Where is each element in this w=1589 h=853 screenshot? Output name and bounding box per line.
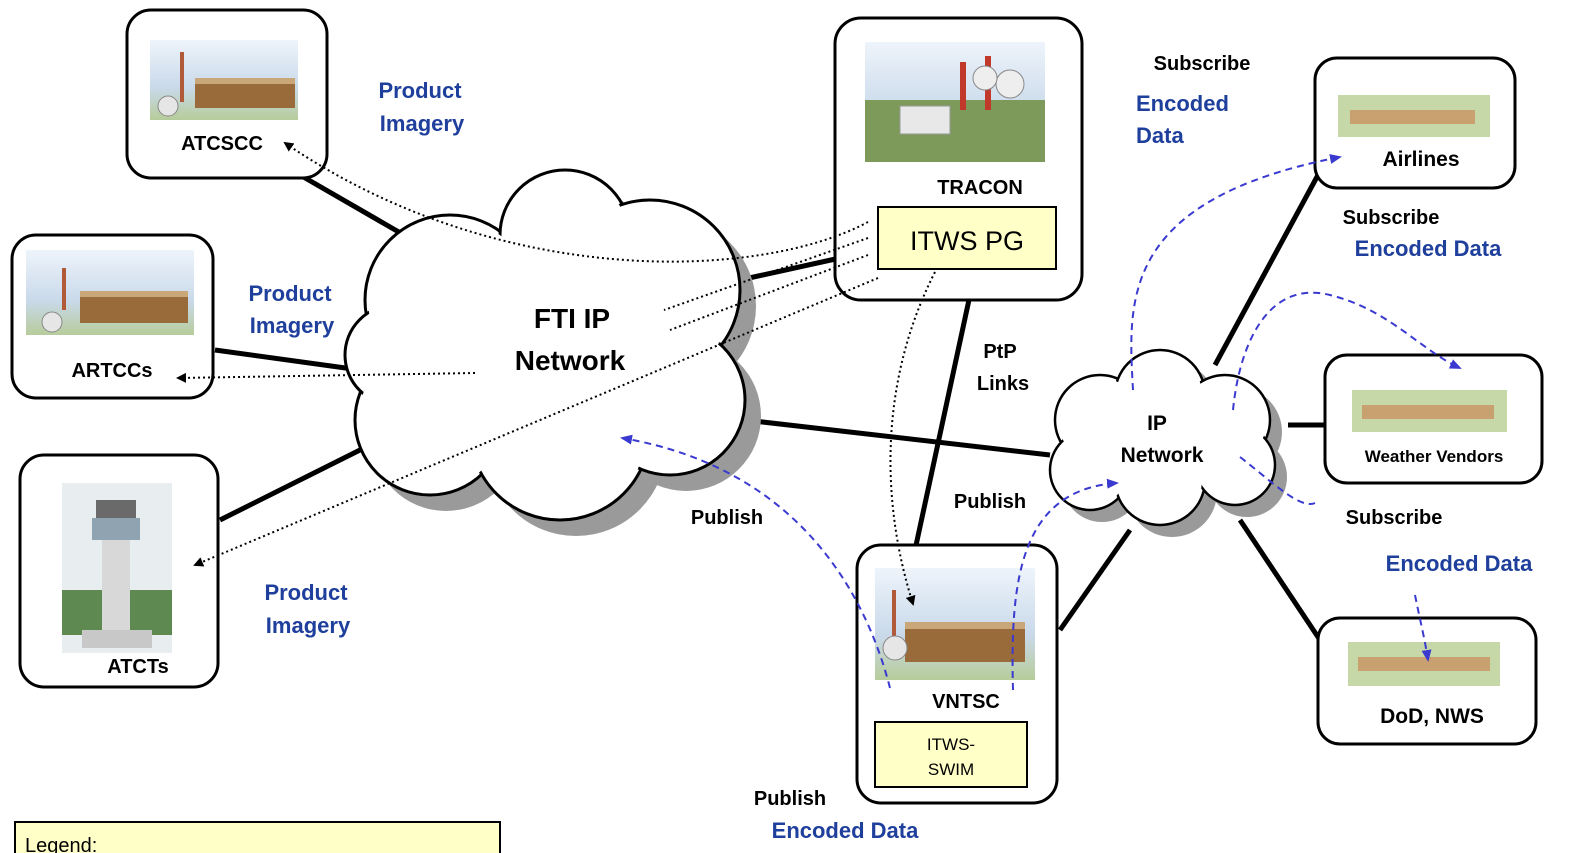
facility-photo [875,568,1035,680]
site-label-tracon: TRACON [937,177,1023,199]
network-links [214,172,1325,642]
facility-photo [865,42,1045,162]
label-publish-fti: Publish [691,507,763,529]
link-ip-dod [1237,518,1323,642]
label-imagery-artccs: Imagery [250,313,335,338]
itws-swim-label-line2: SWIM [928,760,974,779]
site-label-atcts: ATCTs [107,656,168,678]
site-atcscc: ATCSCC [125,8,329,180]
flow-subscribe-weather [1232,291,1462,411]
label-data-top: Data [1136,123,1184,148]
flow-to-artccs [178,254,869,378]
site-dod-nws: DoD, NWS [1316,616,1538,746]
site-artccs: ARTCCs [10,233,215,400]
label-imagery-atcscc: Imagery [380,111,465,136]
label-subscribe-weather: Subscribe [1343,207,1440,229]
flow-labels: Product Imagery Product Imagery Product … [248,53,1533,843]
site-label-vntsc: VNTSC [932,691,1000,713]
itws-swim-box [874,721,1028,788]
site-atcts: ATCTs [18,453,220,689]
facility-photo [26,250,194,335]
itws-pg-box [877,206,1057,270]
facility-photo [1348,642,1500,686]
site-label-artccs: ARTCCs [71,360,152,382]
fti-ip-network-cloud: FTI IP Network [343,168,761,536]
link-ptp-tracon-vntsc [912,271,978,551]
label-product-atcts: Product [264,580,348,605]
legend-title: Legend: [25,835,97,853]
link-tracon-fti [739,255,841,283]
facility-photo [1352,390,1507,432]
link-ip-airlines [1212,173,1321,367]
site-label-atcscc: ATCSCC [181,133,263,155]
label-encoded-data-weather: Encoded Data [1355,236,1502,261]
ip-network-label-line1: IP [1147,412,1167,435]
legend: Legend: [14,821,501,853]
label-product-artccs: Product [248,281,332,306]
label-subscribe-top: Subscribe [1154,53,1251,75]
site-vntsc: VNTSC ITWS- SWIM [855,543,1059,805]
link-fti-ip [744,417,1051,458]
site-label-airlines: Airlines [1382,148,1459,171]
label-product-atcscc: Product [378,78,462,103]
label-ptp: PtP [983,341,1016,363]
itws-swim-label-line1: ITWS- [927,735,975,754]
flow-subscribe-airlines [1130,154,1342,391]
label-encoded-data-bottom: Encoded Data [772,818,919,843]
link-atcts-fti [218,437,382,523]
ip-network-label-line2: Network [1121,444,1204,467]
facility-photo [1338,95,1490,137]
fti-network-label-line2: Network [515,345,626,376]
label-publish-ip: Publish [954,491,1026,513]
label-encoded-top: Encoded [1136,91,1229,116]
site-label-weather-vendors: Weather Vendors [1365,447,1504,466]
site-tracon: TRACON ITWS PG [833,16,1084,302]
flow-to-atcscc [283,141,869,263]
link-artccs-fti [214,347,361,373]
publish-subscribe-flows [620,154,1462,691]
site-weather-vendors: Weather Vendors [1323,353,1544,485]
label-encoded-data-dod: Encoded Data [1386,551,1533,576]
product-imagery-flows [178,141,936,606]
legend-box [14,821,501,853]
flow-subscribe-dod [1239,456,1428,660]
flow-to-atcts [193,277,879,567]
site-airlines: Airlines [1313,56,1517,190]
label-publish-bottom: Publish [754,788,826,810]
label-imagery-atcts: Imagery [266,613,351,638]
label-links: Links [977,373,1029,395]
itws-pg-label: ITWS PG [910,226,1024,256]
site-label-dod-nws: DoD, NWS [1380,705,1484,728]
ip-network-cloud: IP Network [1048,348,1287,537]
flow-fti-artccs-2 [663,237,869,311]
label-subscribe-dod: Subscribe [1346,507,1443,529]
fti-network-label-line1: FTI IP [534,303,610,334]
flow-publish-to-ip [1011,478,1119,691]
control-tower-photo [62,483,172,653]
link-ip-vntsc [1057,528,1133,632]
flow-publish-to-fti [620,434,891,689]
facility-photo [150,40,298,120]
